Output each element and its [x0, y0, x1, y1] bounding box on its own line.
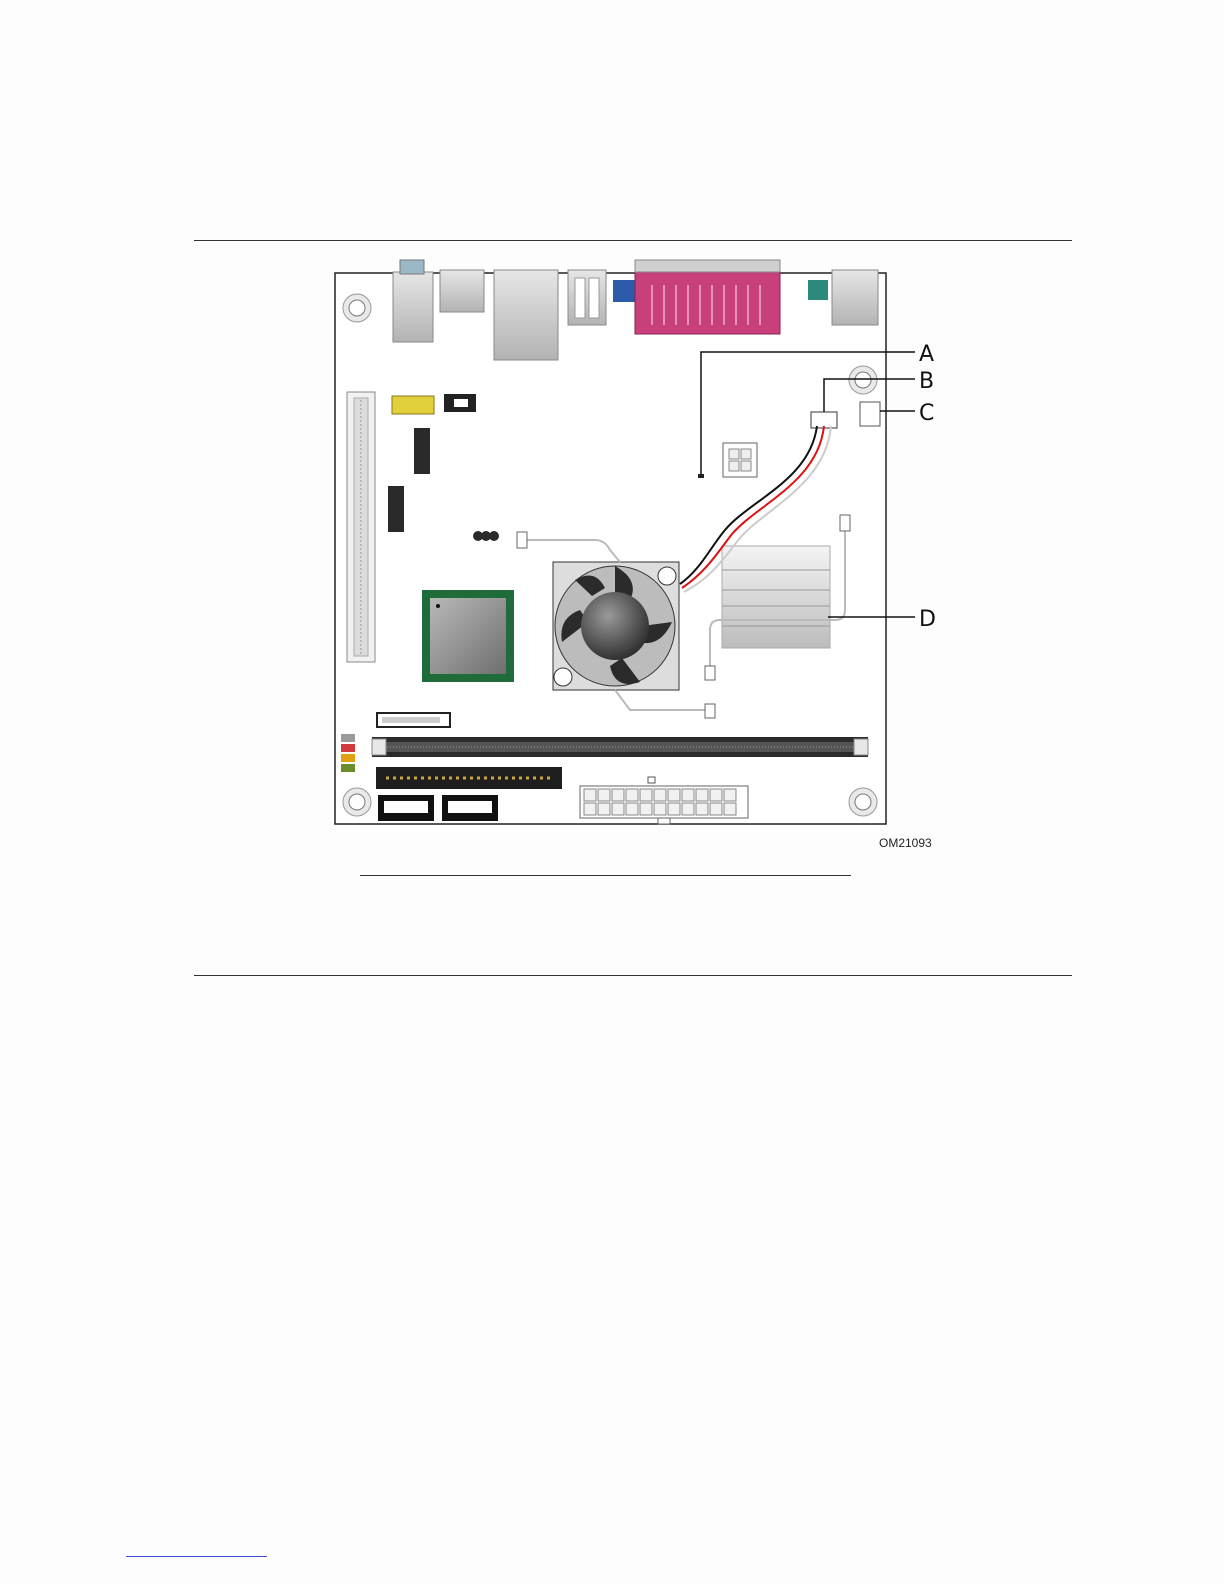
callout-c: C: [919, 401, 934, 426]
processor-fan: [553, 562, 679, 690]
jumper-3pin: [473, 531, 499, 541]
callout-d: D: [919, 607, 936, 632]
callout-a: A: [919, 342, 934, 367]
processor-fan-header: [811, 412, 837, 428]
usb-ports: [568, 270, 606, 325]
chipset: [422, 590, 514, 682]
parallel-port: [635, 272, 780, 334]
heatsink: [722, 546, 830, 648]
marker-a: [698, 474, 704, 478]
top-rule: [194, 240, 1072, 241]
pci-slot: [347, 392, 375, 662]
ps2-mouse-port: [808, 280, 828, 300]
header-yellow: [392, 396, 434, 414]
motherboard-diagram: A B C D: [330, 250, 940, 850]
lan-usb-stack: [494, 270, 558, 360]
callout-b: B: [919, 369, 934, 394]
vga-left-port: [613, 280, 635, 302]
ps2-keyboard-port: [440, 270, 484, 312]
bottom-rule: [194, 975, 1072, 976]
figure-id: OM21093: [879, 836, 932, 850]
serial-port: [832, 270, 878, 325]
audio-jack-stack: [393, 272, 433, 342]
caption-rule: [360, 875, 851, 876]
ide-connector: [376, 767, 562, 789]
header-usb-2: [388, 486, 404, 532]
dimm-slot: [372, 737, 868, 757]
header-usb-1: [414, 428, 430, 474]
system-fan-header: [860, 402, 880, 426]
atx12v-connector: [723, 443, 757, 477]
footnote-link-rule: [126, 1556, 267, 1557]
